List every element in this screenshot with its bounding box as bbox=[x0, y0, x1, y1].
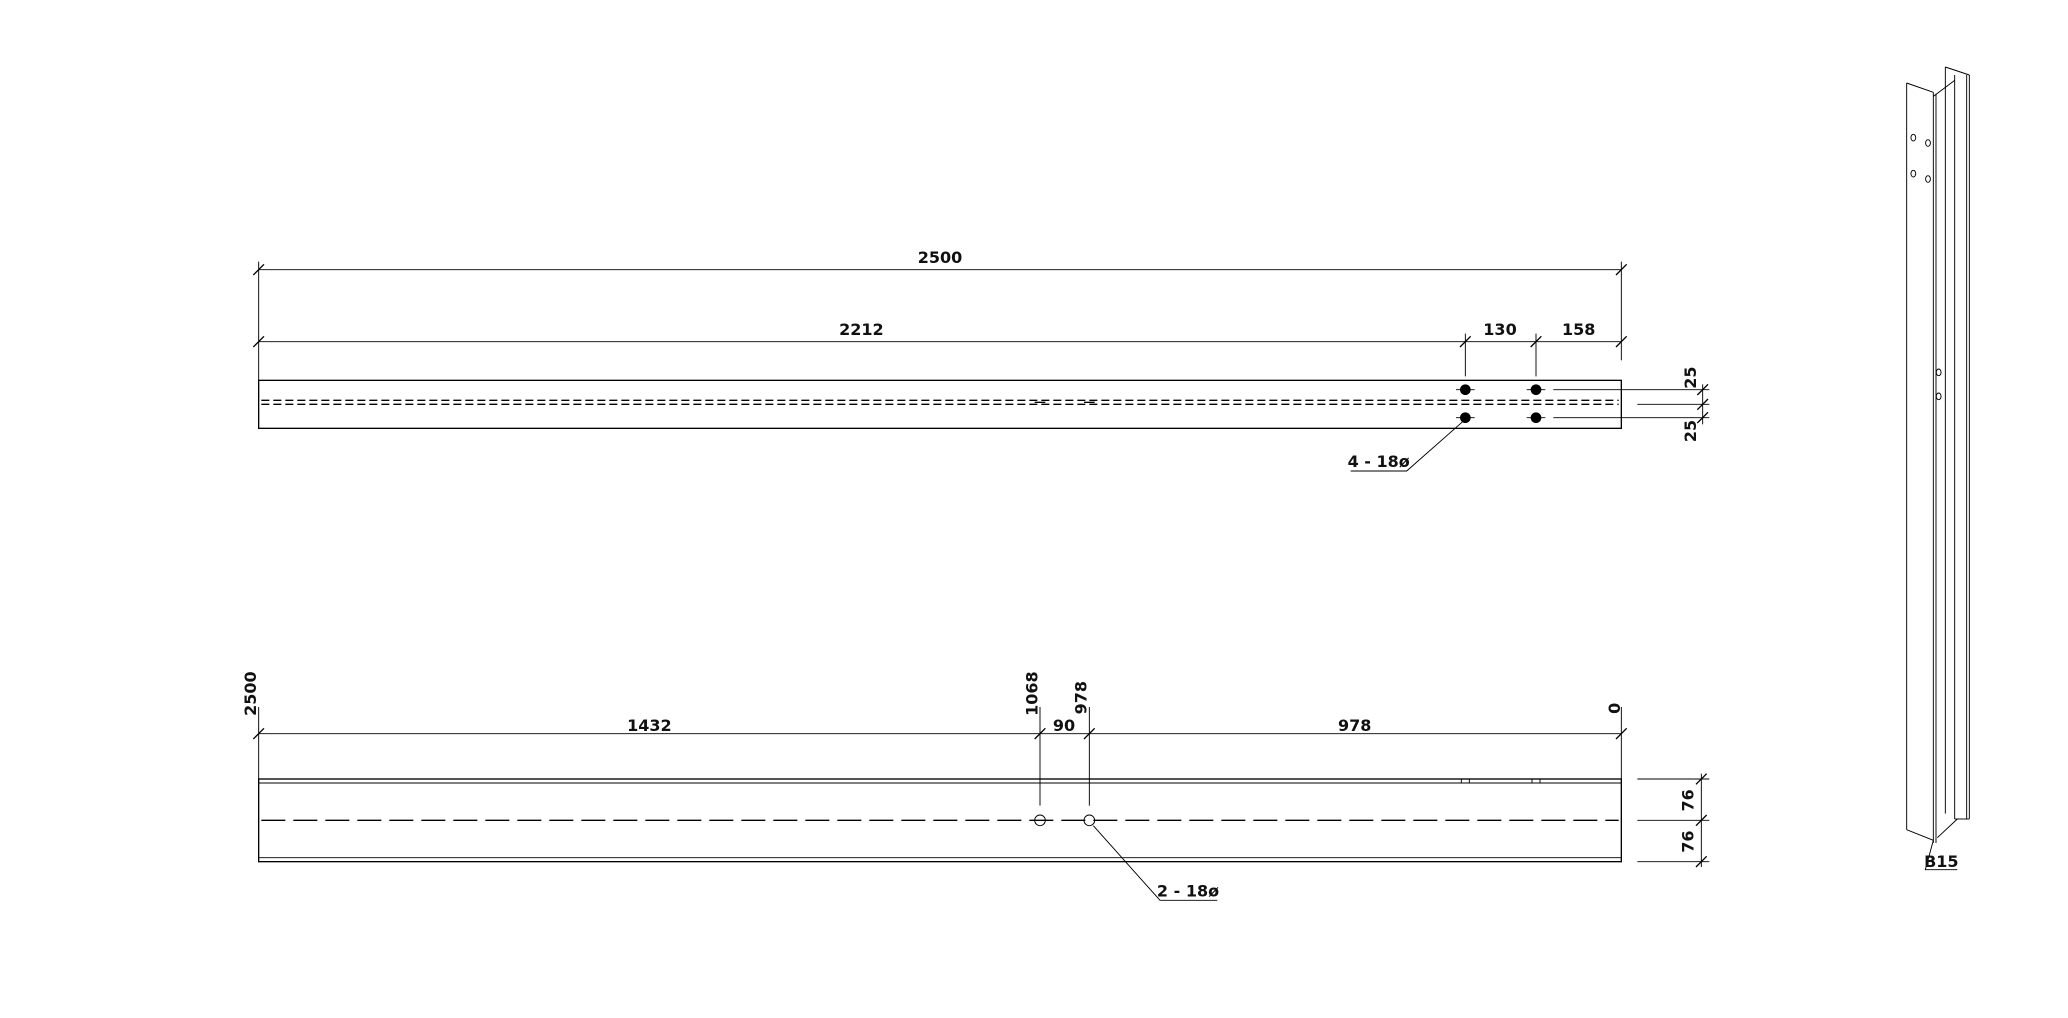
assembly-mark: B15 bbox=[1924, 852, 1958, 871]
hole bbox=[1034, 814, 1046, 827]
top-view: 2500 2212 130 158 25 25 4 - 18ø bbox=[252, 248, 1710, 472]
hole-callout-side: 2 - 18ø bbox=[1157, 881, 1219, 900]
dim-158: 158 bbox=[1562, 320, 1595, 339]
beam-outline-top bbox=[258, 379, 1622, 429]
hole-callout-top: 4 - 18ø bbox=[1348, 452, 1410, 471]
dim-25-bottom: 25 bbox=[1681, 420, 1700, 442]
dim-overall: 2500 bbox=[918, 248, 963, 267]
bolt-holes bbox=[1456, 384, 1546, 423]
ordinate-2500: 2500 bbox=[241, 671, 260, 716]
dim-76-top: 76 bbox=[1678, 789, 1697, 811]
beam-outline-side bbox=[258, 778, 1622, 863]
side-view: 1432 90 978 2500 1068 978 0 76 76 2 - 18… bbox=[241, 671, 1710, 901]
ordinate-1068: 1068 bbox=[1022, 671, 1041, 716]
dim-90: 90 bbox=[1053, 716, 1075, 735]
dim-978: 978 bbox=[1338, 716, 1371, 735]
ordinate-0: 0 bbox=[1605, 703, 1624, 714]
ordinate-978: 978 bbox=[1072, 681, 1091, 714]
dim-25-top: 25 bbox=[1681, 367, 1700, 389]
dim-1432: 1432 bbox=[627, 716, 672, 735]
hole bbox=[1083, 814, 1096, 827]
iso-view bbox=[1906, 66, 1970, 871]
dim-76-bottom: 76 bbox=[1678, 831, 1697, 853]
dim-130: 130 bbox=[1483, 320, 1516, 339]
dim-2212: 2212 bbox=[839, 320, 884, 339]
